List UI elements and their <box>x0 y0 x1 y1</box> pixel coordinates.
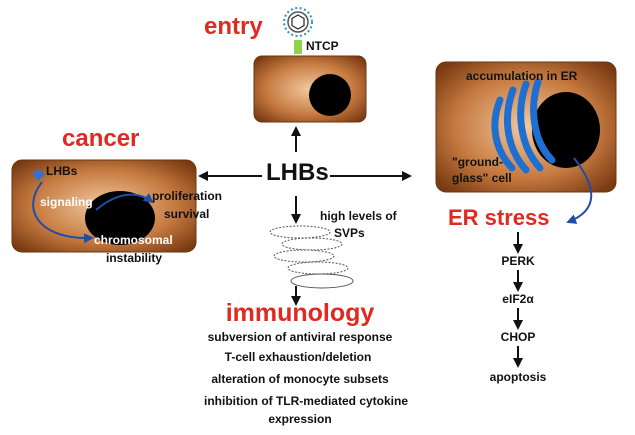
immunology-item-1: subversion of antiviral response <box>207 330 393 344</box>
pathway-perk: PERK <box>501 254 535 268</box>
svp-label-line1: high levels of <box>320 209 397 223</box>
er-nucleus <box>532 92 600 168</box>
survival-label: survival <box>164 207 210 221</box>
er-membranes <box>491 78 556 174</box>
cancer-heading: cancer <box>62 125 140 152</box>
hbv-virion-icon <box>283 7 313 37</box>
proliferation-arrow <box>95 193 154 211</box>
ntcp-receptor-icon <box>294 40 302 54</box>
lhbs-center-label: LHBs <box>266 159 329 186</box>
immunology-item-3: alteration of monocyte subsets <box>211 372 389 386</box>
er-accumulation-label: accumulation in ER <box>466 69 578 83</box>
immunology-item-2: T-cell exhaustion/deletion <box>224 350 372 364</box>
entry-cell <box>253 55 367 123</box>
pathway-chop: CHOP <box>500 330 536 344</box>
svp-particle-icon <box>269 225 354 289</box>
svp-label-line2: SVPs <box>334 226 365 240</box>
chromosomal-label: chromosomal <box>94 233 173 247</box>
er-stress-curve-arrow <box>566 157 593 224</box>
immunology-item-4: inhibition of TLR-mediated cytokine <box>204 394 408 408</box>
immunology-item-5: expression <box>268 412 332 426</box>
instability-label: instability <box>106 251 163 265</box>
er-cell <box>435 61 617 224</box>
signaling-arrow <box>32 181 94 244</box>
proliferation-label: proliferation <box>152 189 223 203</box>
immunology-heading: immunology <box>225 299 375 327</box>
entry-heading: entry <box>204 13 263 40</box>
entry-nucleus <box>309 74 351 116</box>
er-stress-heading: ER stress <box>448 205 550 230</box>
lhbs-square-icon <box>32 168 45 181</box>
cancer-cell <box>11 159 197 253</box>
cancer-lhbs-label: LHBs <box>46 164 78 178</box>
ntcp-label: NTCP <box>306 39 339 53</box>
glass-cell-label: glass" cell <box>452 171 512 185</box>
pathway-eif2a: eIF2α <box>502 292 534 306</box>
pathway-apoptosis: apoptosis <box>489 370 547 384</box>
ground-label: "ground- <box>452 155 504 169</box>
signaling-label: signaling <box>40 195 93 209</box>
